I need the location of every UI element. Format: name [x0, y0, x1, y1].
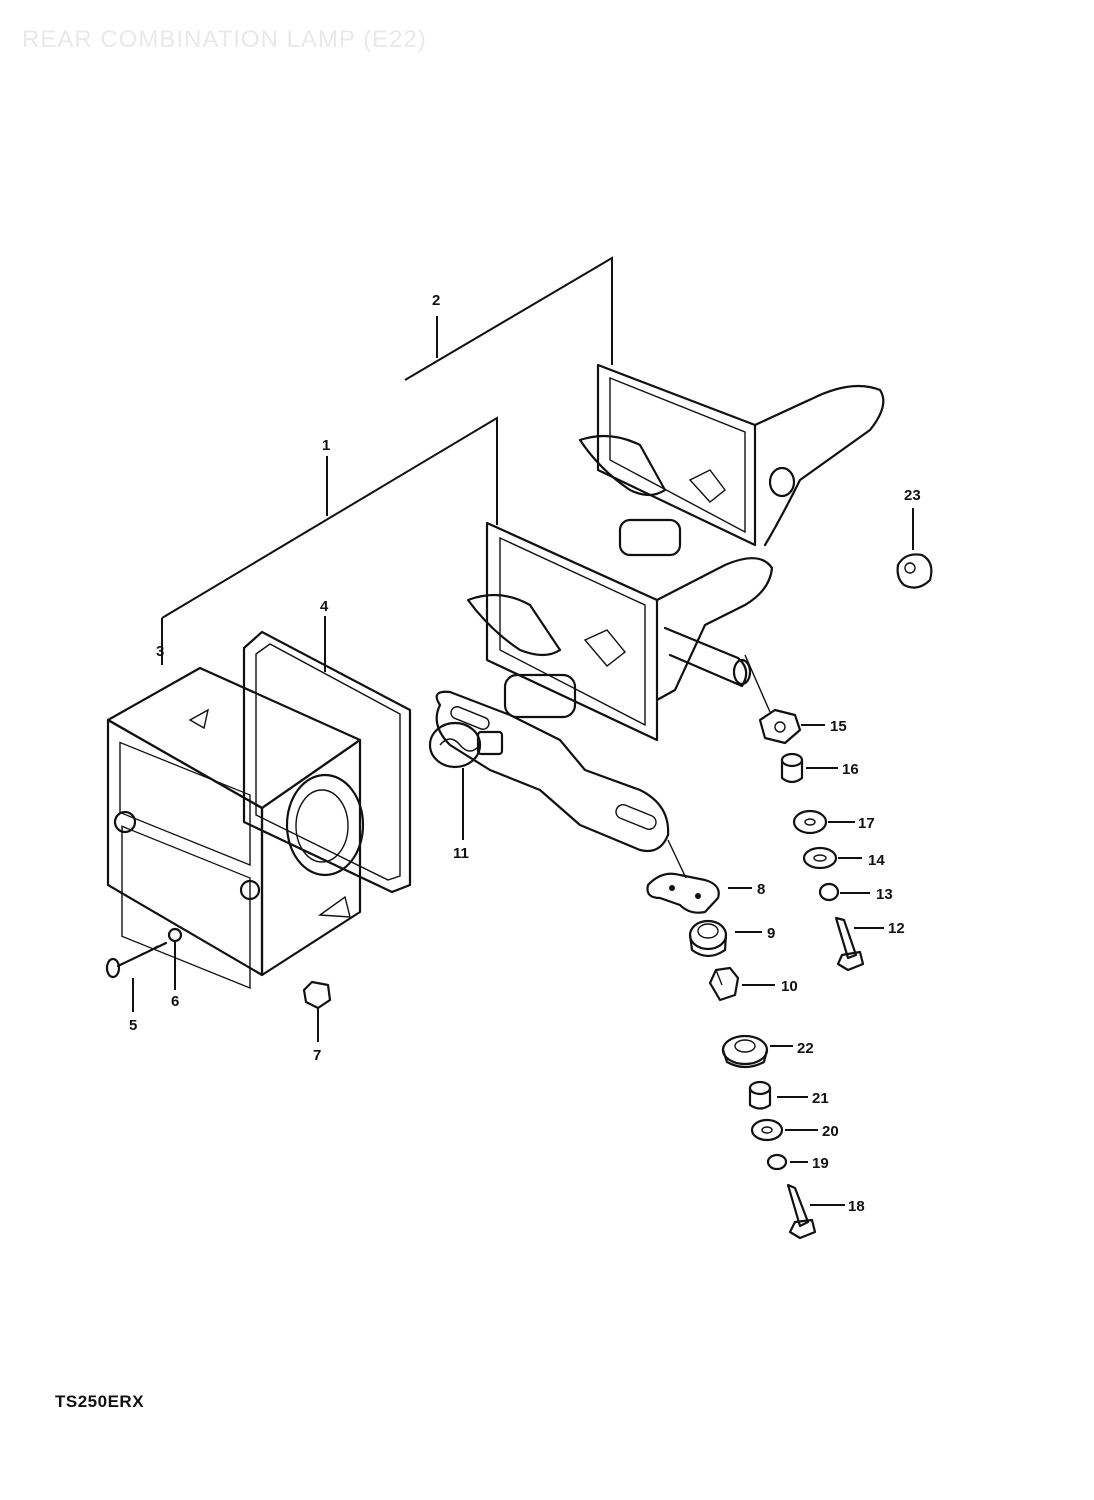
- cap-part-7: [302, 980, 332, 1010]
- washer-part-20: [750, 1118, 784, 1142]
- spacer-part-16: [780, 752, 804, 784]
- callout-13: 13: [876, 886, 893, 903]
- gasket-part-4: [242, 630, 412, 894]
- callout-6: 6: [171, 993, 179, 1010]
- bulb-part-11: [428, 721, 504, 769]
- collar-part-10: [708, 966, 740, 1002]
- callout-5: 5: [129, 1017, 137, 1034]
- cap-part-23: [896, 553, 933, 589]
- callout-18: 18: [848, 1198, 865, 1215]
- callout-11: 11: [453, 845, 469, 862]
- callout-21: 21: [812, 1090, 829, 1107]
- leader-lines: [132, 508, 914, 1206]
- nut-part-15: [758, 708, 802, 745]
- callout-10: 10: [781, 978, 798, 995]
- callout-labels: 1 2 3 4 5 6 7 8 9 10 11 12 13 14 15 16 1…: [129, 292, 921, 1215]
- callout-14: 14: [868, 852, 885, 869]
- callout-12: 12: [888, 920, 905, 937]
- lock-washer-part-19: [766, 1153, 788, 1171]
- page-title: REAR COMBINATION LAMP (E22): [22, 26, 427, 53]
- callout-4: 4: [320, 598, 329, 615]
- model-code: TS250ERX: [55, 1392, 145, 1411]
- assembly-bracket-2: [404, 256, 613, 381]
- washer-part-6: [167, 927, 183, 943]
- assembly-bracket-1: [161, 416, 498, 665]
- callout-1: 1: [322, 437, 330, 454]
- washer-part-17: [792, 809, 828, 835]
- cushion-part-22: [721, 1034, 769, 1069]
- callout-19: 19: [812, 1155, 829, 1172]
- callout-8: 8: [757, 881, 765, 898]
- washer-part-14: [802, 846, 838, 870]
- lamp-housing-rear: [578, 363, 885, 557]
- callout-3: 3: [156, 643, 164, 660]
- mounting-bracket: [435, 690, 670, 853]
- callout-15: 15: [830, 718, 847, 735]
- callout-7: 7: [313, 1047, 321, 1064]
- spacer-part-21: [748, 1080, 772, 1110]
- lens-part-3: [106, 666, 365, 989]
- callout-9: 9: [767, 925, 775, 942]
- lamp-housing-front: [466, 521, 774, 742]
- callout-22: 22: [797, 1040, 814, 1057]
- callout-23: 23: [904, 487, 921, 504]
- screw-part-5: [105, 941, 168, 979]
- lock-washer-part-13: [818, 882, 840, 902]
- callout-20: 20: [822, 1123, 839, 1140]
- grommet-part-9: [688, 919, 728, 958]
- clamp-part-8: [646, 872, 720, 914]
- bolt-part-12: [834, 916, 865, 972]
- bolt-part-18: [786, 1183, 817, 1240]
- callout-17: 17: [858, 815, 875, 832]
- callout-2: 2: [432, 292, 440, 309]
- callout-16: 16: [842, 761, 859, 778]
